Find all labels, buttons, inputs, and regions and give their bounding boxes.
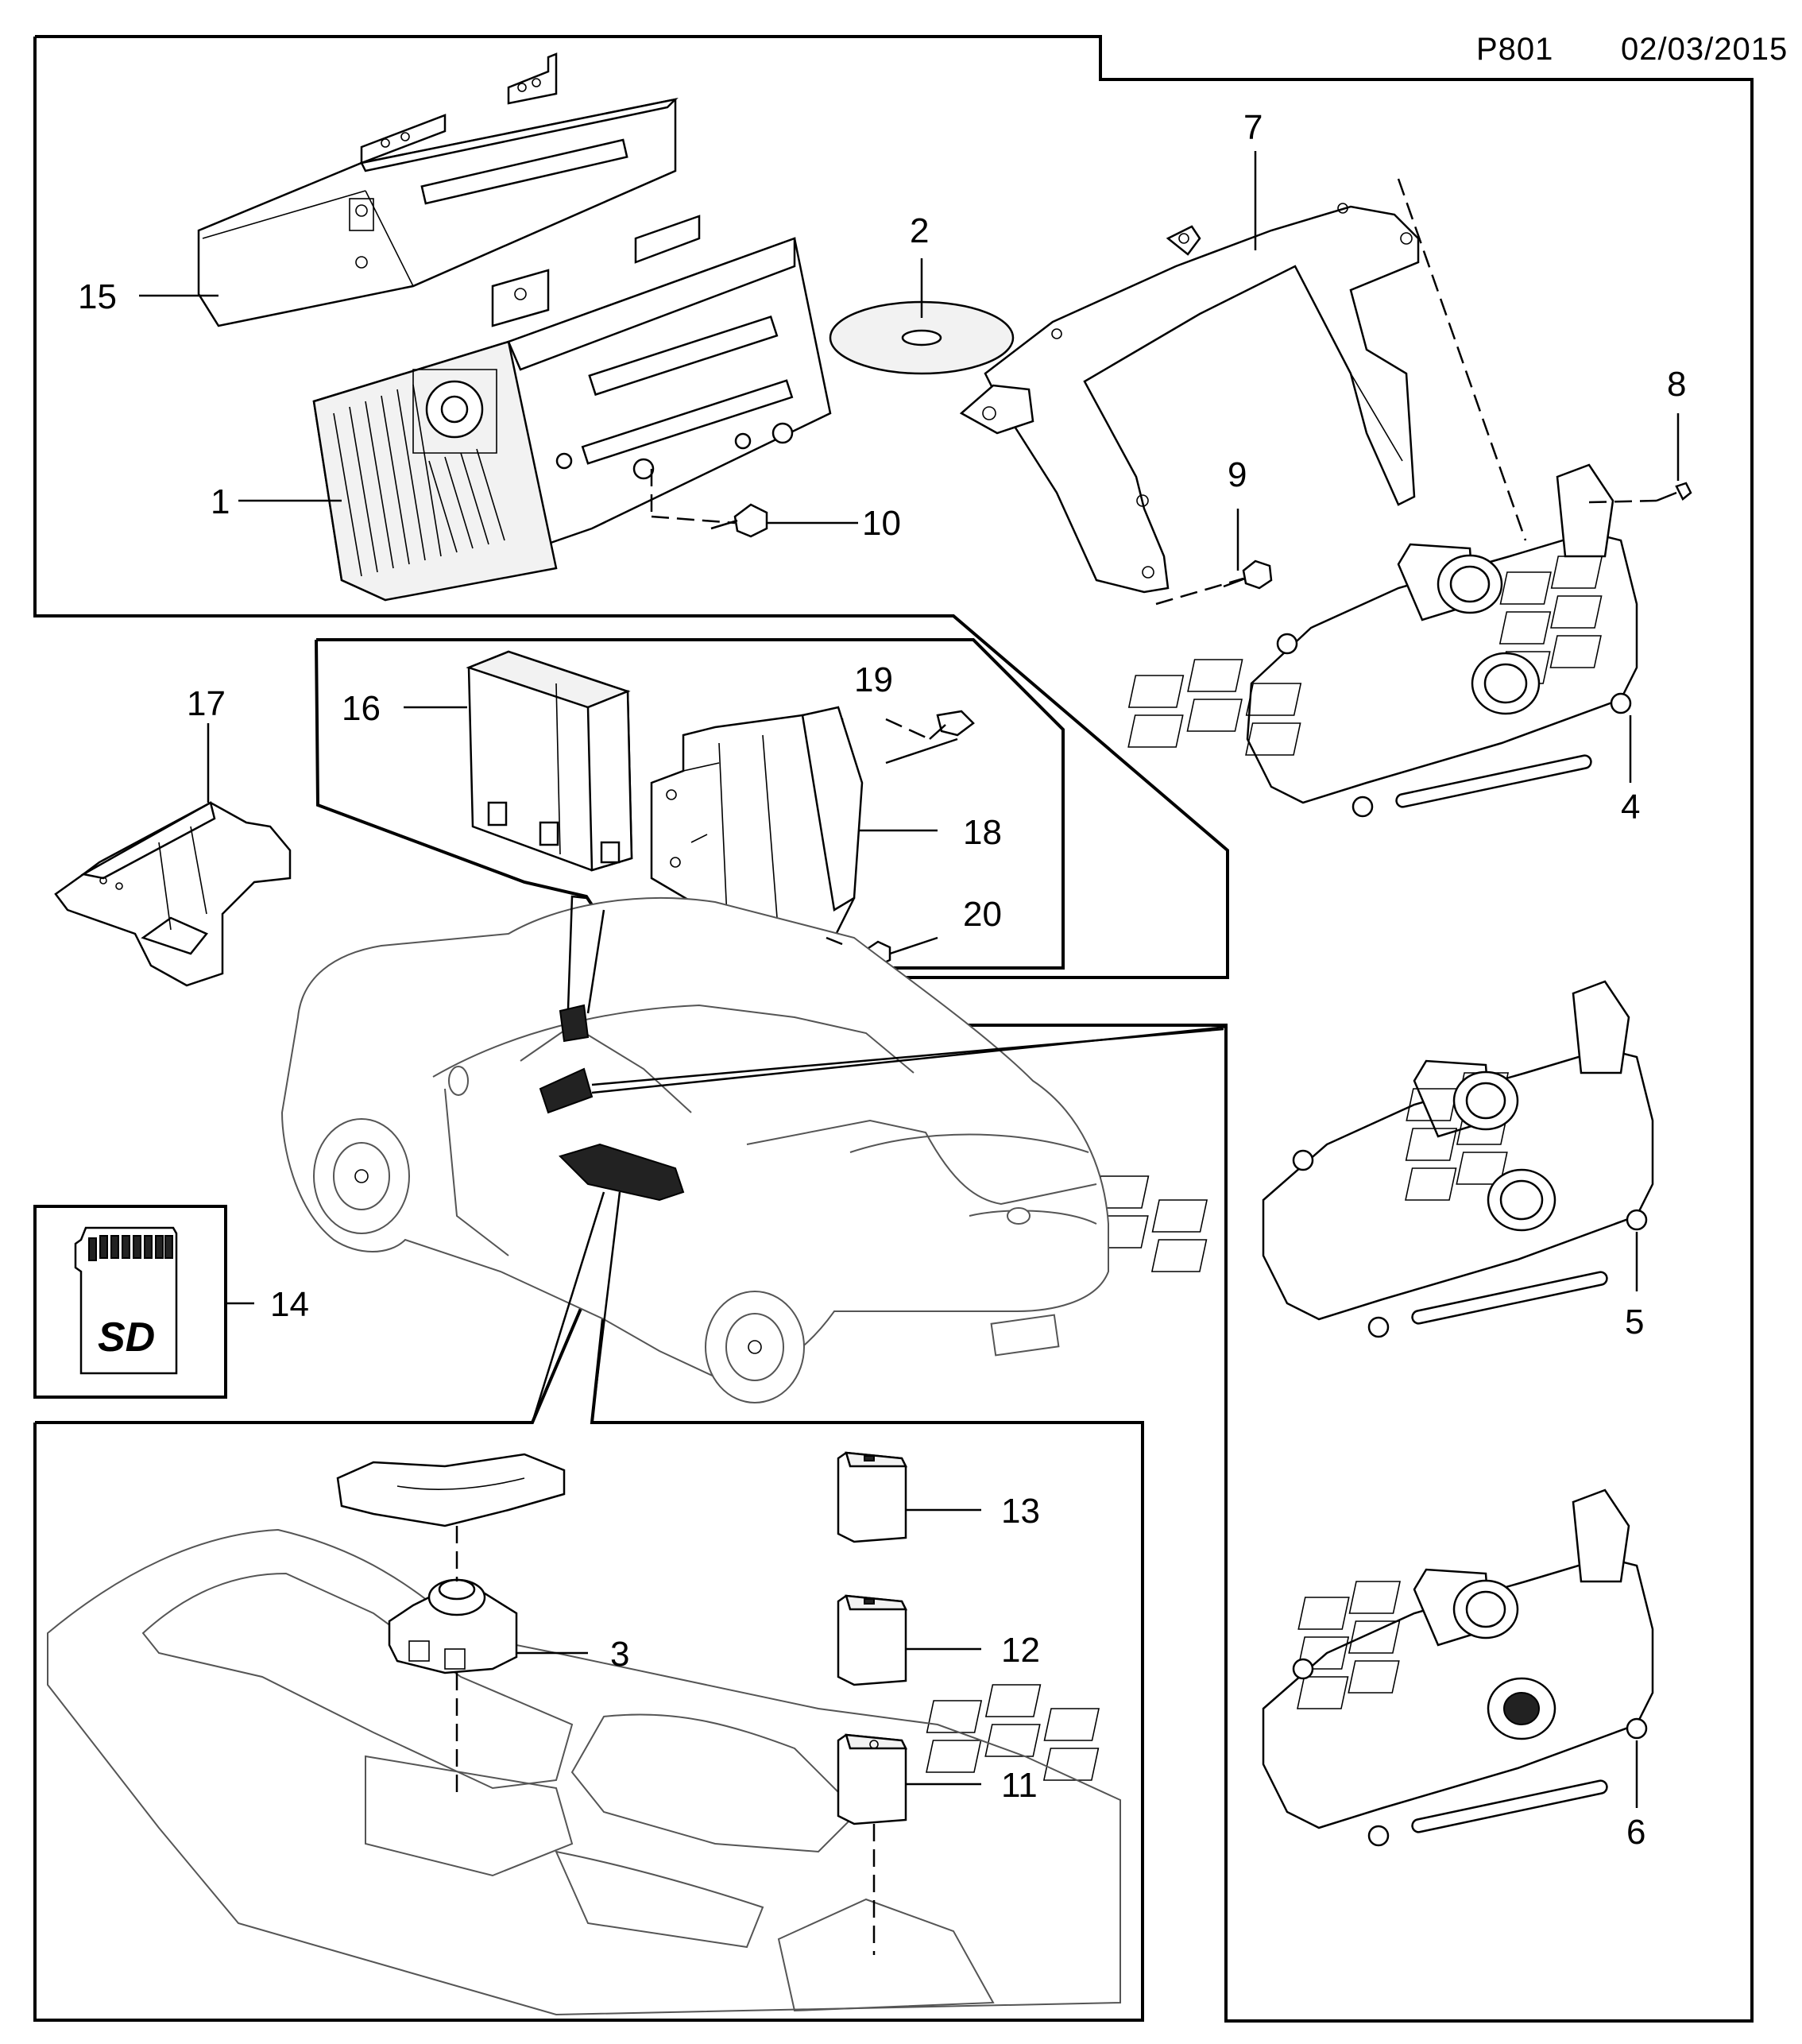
part-10-screw	[710, 503, 768, 538]
label-20: 20	[963, 895, 1002, 934]
label-15: 15	[78, 277, 117, 316]
label-3: 3	[610, 1635, 629, 1674]
label-13: 13	[1001, 1492, 1040, 1531]
part-18-bracket	[650, 706, 864, 955]
part-6-control-panel	[926, 1488, 1654, 1847]
part-17-bracket	[54, 801, 292, 987]
part-2-disc	[829, 300, 1015, 375]
label-19: 19	[854, 660, 893, 699]
label-9: 9	[1228, 455, 1247, 494]
part-13-switch	[837, 1451, 908, 1543]
vehicle-outline	[280, 896, 1109, 1403]
top-left-frame	[35, 35, 1754, 2023]
page-date: 02/03/2015	[1621, 32, 1788, 67]
label-12: 12	[1001, 1631, 1040, 1670]
label-14: 14	[270, 1285, 309, 1324]
label-17: 17	[187, 684, 226, 723]
sd-card-frame	[33, 1205, 227, 1399]
label-1: 1	[211, 482, 230, 521]
part-15-unit	[197, 52, 679, 327]
center-console	[47, 1451, 1121, 2016]
label-2: 2	[910, 211, 929, 250]
label-8: 8	[1667, 365, 1686, 404]
part-5-control-panel	[1034, 980, 1654, 1338]
label-11: 11	[1001, 1766, 1038, 1805]
label-4: 4	[1621, 788, 1640, 827]
sd-logo: SD	[98, 1314, 155, 1361]
label-6: 6	[1626, 1813, 1645, 1852]
label-5: 5	[1625, 1303, 1644, 1341]
part-11-switch	[837, 1733, 908, 1825]
label-18: 18	[963, 813, 1002, 852]
part-8-screw	[1656, 482, 1692, 502]
top-left-frame-bottom	[33, 37, 1229, 979]
label-10: 10	[862, 504, 901, 543]
part-9-screw	[1223, 559, 1273, 590]
label-7: 7	[1243, 108, 1263, 147]
part-14-sd-card	[74, 1226, 178, 1375]
part-1-radio	[312, 215, 832, 602]
page-code: P801	[1476, 32, 1554, 67]
part-12-switch	[837, 1594, 908, 1686]
part-16-module	[466, 650, 633, 872]
part-4-control-panel	[1127, 463, 1638, 818]
label-16: 16	[342, 689, 381, 728]
part-7-bracket	[959, 203, 1420, 594]
part-19-clip	[929, 710, 975, 740]
bottom-console-frame	[33, 1235, 1144, 2022]
leader-lines	[139, 151, 1680, 1955]
